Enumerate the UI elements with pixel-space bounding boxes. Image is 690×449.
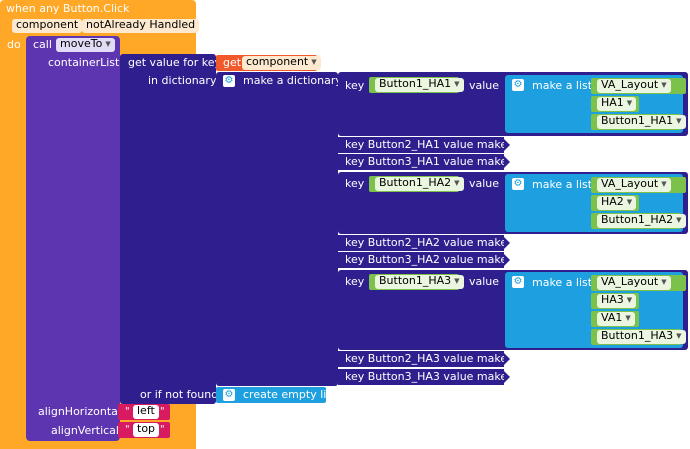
component-name: VA_Layout bbox=[601, 177, 659, 190]
chevron-down-icon: ▼ bbox=[311, 58, 317, 66]
chevron-down-icon: ▼ bbox=[626, 198, 633, 206]
value-label: value bbox=[469, 177, 500, 190]
component-name: Button1_HA3 bbox=[379, 274, 452, 287]
key-label: key bbox=[345, 177, 365, 190]
create-empty-list-block[interactable] bbox=[216, 387, 326, 403]
chevron-down-icon: ▼ bbox=[454, 277, 460, 285]
get-value-for-key-block[interactable] bbox=[120, 54, 216, 404]
collapsed-pair-label: key Button3_HA3 value make ... bbox=[345, 370, 522, 383]
container-list-label: containerList bbox=[48, 56, 120, 69]
variable-dropdown[interactable]: component▼ bbox=[242, 56, 321, 70]
make-list-label: make a list bbox=[532, 79, 593, 92]
component-name: VA_Layout bbox=[601, 275, 659, 288]
align-vertical-value[interactable]: top bbox=[133, 423, 160, 437]
variable-name: component bbox=[246, 55, 309, 68]
component-dropdown[interactable]: HA1▼ bbox=[597, 96, 637, 111]
chevron-down-icon: ▼ bbox=[661, 180, 667, 188]
component-dropdown[interactable]: HA2▼ bbox=[597, 195, 637, 210]
component-name: VA_Layout bbox=[601, 78, 659, 91]
align-vertical-label: alignVertical bbox=[51, 424, 119, 437]
component-name: Button1_HA2 bbox=[379, 176, 452, 189]
collapsed-pair-block[interactable]: key Button2_HA1 value make ... bbox=[338, 137, 521, 153]
component-name: HA2 bbox=[601, 195, 624, 208]
component-dropdown[interactable]: Button1_HA3▼ bbox=[375, 275, 464, 289]
collapsed-pair-block[interactable]: key Button2_HA3 value make ... bbox=[338, 351, 521, 367]
collapsed-pair-block[interactable]: key Button2_HA2 value make ... bbox=[338, 235, 521, 251]
collapsed-pair-label: key Button2_HA3 value make ... bbox=[345, 352, 522, 365]
component-name: Button1_HA2 bbox=[601, 213, 674, 226]
component-name: VA1 bbox=[601, 311, 623, 324]
collapsed-pair-label: key Button3_HA2 value make ... bbox=[345, 253, 522, 266]
collapsed-pair-label: key Button2_HA2 value make ... bbox=[345, 236, 522, 249]
key-label: key bbox=[345, 79, 365, 92]
component-name: Button1_HA1 bbox=[601, 114, 674, 127]
component-dropdown[interactable]: VA_Layout▼ bbox=[597, 79, 671, 93]
gear-icon[interactable]: ⚙ bbox=[223, 75, 235, 87]
chevron-down-icon: ▼ bbox=[626, 296, 633, 304]
gear-icon[interactable]: ⚙ bbox=[512, 178, 524, 190]
make-dictionary-label: make a dictionary bbox=[243, 74, 342, 87]
component-name: Button1_HA3 bbox=[601, 329, 674, 342]
event-param-component[interactable]: component bbox=[12, 19, 83, 33]
open-quote-icon: " bbox=[125, 406, 130, 417]
collapsed-pair-block[interactable]: key Button3_HA3 value make ... bbox=[338, 369, 521, 385]
value-label: value bbox=[469, 275, 500, 288]
get-label: get bbox=[223, 56, 242, 69]
component-name: Button1_HA1 bbox=[379, 77, 452, 90]
chevron-down-icon: ▼ bbox=[661, 278, 667, 286]
value-label: value bbox=[469, 79, 500, 92]
key-label: key bbox=[345, 275, 365, 288]
component-dropdown[interactable]: Button1_HA2▼ bbox=[375, 177, 464, 191]
event-title: when any Button.Click bbox=[6, 2, 130, 15]
call-block[interactable] bbox=[26, 36, 120, 441]
make-list-label: make a list bbox=[532, 276, 593, 289]
close-quote-icon: " bbox=[160, 406, 165, 417]
chevron-down-icon: ▼ bbox=[105, 40, 111, 48]
collapsed-pair-block[interactable]: key Button3_HA2 value make ... bbox=[338, 252, 521, 268]
call-label: call bbox=[33, 38, 52, 51]
chevron-down-icon: ▼ bbox=[626, 99, 633, 107]
event-do-rail bbox=[0, 36, 25, 441]
close-quote-icon: " bbox=[160, 424, 165, 435]
collapsed-pair-block[interactable]: key Button3_HA1 value make ... bbox=[338, 154, 521, 170]
chevron-down-icon: ▼ bbox=[676, 332, 682, 340]
collapsed-pair-label: key Button2_HA1 value make ... bbox=[345, 138, 522, 151]
event-param-not-already-handled[interactable]: notAlready Handled bbox=[82, 19, 200, 33]
create-empty-list-label: create empty list bbox=[243, 388, 337, 401]
component-dropdown[interactable]: Button1_HA1▼ bbox=[597, 115, 686, 129]
chevron-down-icon: ▼ bbox=[454, 80, 460, 88]
component-name: HA1 bbox=[601, 96, 624, 109]
component-dropdown[interactable]: VA_Layout▼ bbox=[597, 276, 671, 290]
align-horizontal-label: alignHorizontal bbox=[38, 405, 121, 418]
method-name: moveTo bbox=[60, 37, 103, 50]
component-dropdown[interactable]: Button1_HA3▼ bbox=[597, 330, 686, 344]
method-dropdown[interactable]: moveTo▼ bbox=[56, 38, 115, 52]
component-dropdown[interactable]: Button1_HA2▼ bbox=[597, 214, 686, 228]
align-horizontal-value[interactable]: left bbox=[133, 405, 159, 419]
chevron-down-icon: ▼ bbox=[676, 216, 682, 224]
open-quote-icon: " bbox=[125, 424, 130, 435]
component-dropdown[interactable]: VA1▼ bbox=[597, 312, 635, 326]
gear-icon[interactable]: ⚙ bbox=[512, 79, 524, 91]
gear-icon[interactable]: ⚙ bbox=[223, 389, 235, 401]
collapsed-pair-label: key Button3_HA1 value make ... bbox=[345, 155, 522, 168]
chevron-down-icon: ▼ bbox=[454, 179, 460, 187]
gear-icon[interactable]: ⚙ bbox=[512, 276, 524, 288]
component-dropdown[interactable]: VA_Layout▼ bbox=[597, 178, 671, 192]
chevron-down-icon: ▼ bbox=[676, 117, 682, 125]
component-name: HA3 bbox=[601, 293, 624, 306]
get-value-for-key-label: get value for key bbox=[128, 56, 221, 69]
chevron-down-icon: ▼ bbox=[625, 314, 631, 322]
component-dropdown[interactable]: Button1_HA1▼ bbox=[375, 78, 464, 92]
make-dictionary-block[interactable] bbox=[216, 72, 338, 386]
in-dictionary-label: in dictionary bbox=[148, 74, 217, 87]
make-list-label: make a list bbox=[532, 178, 593, 191]
chevron-down-icon: ▼ bbox=[661, 81, 667, 89]
or-if-not-found-label: or if not found bbox=[140, 388, 219, 401]
component-dropdown[interactable]: HA3▼ bbox=[597, 293, 637, 308]
do-label: do bbox=[7, 38, 21, 51]
